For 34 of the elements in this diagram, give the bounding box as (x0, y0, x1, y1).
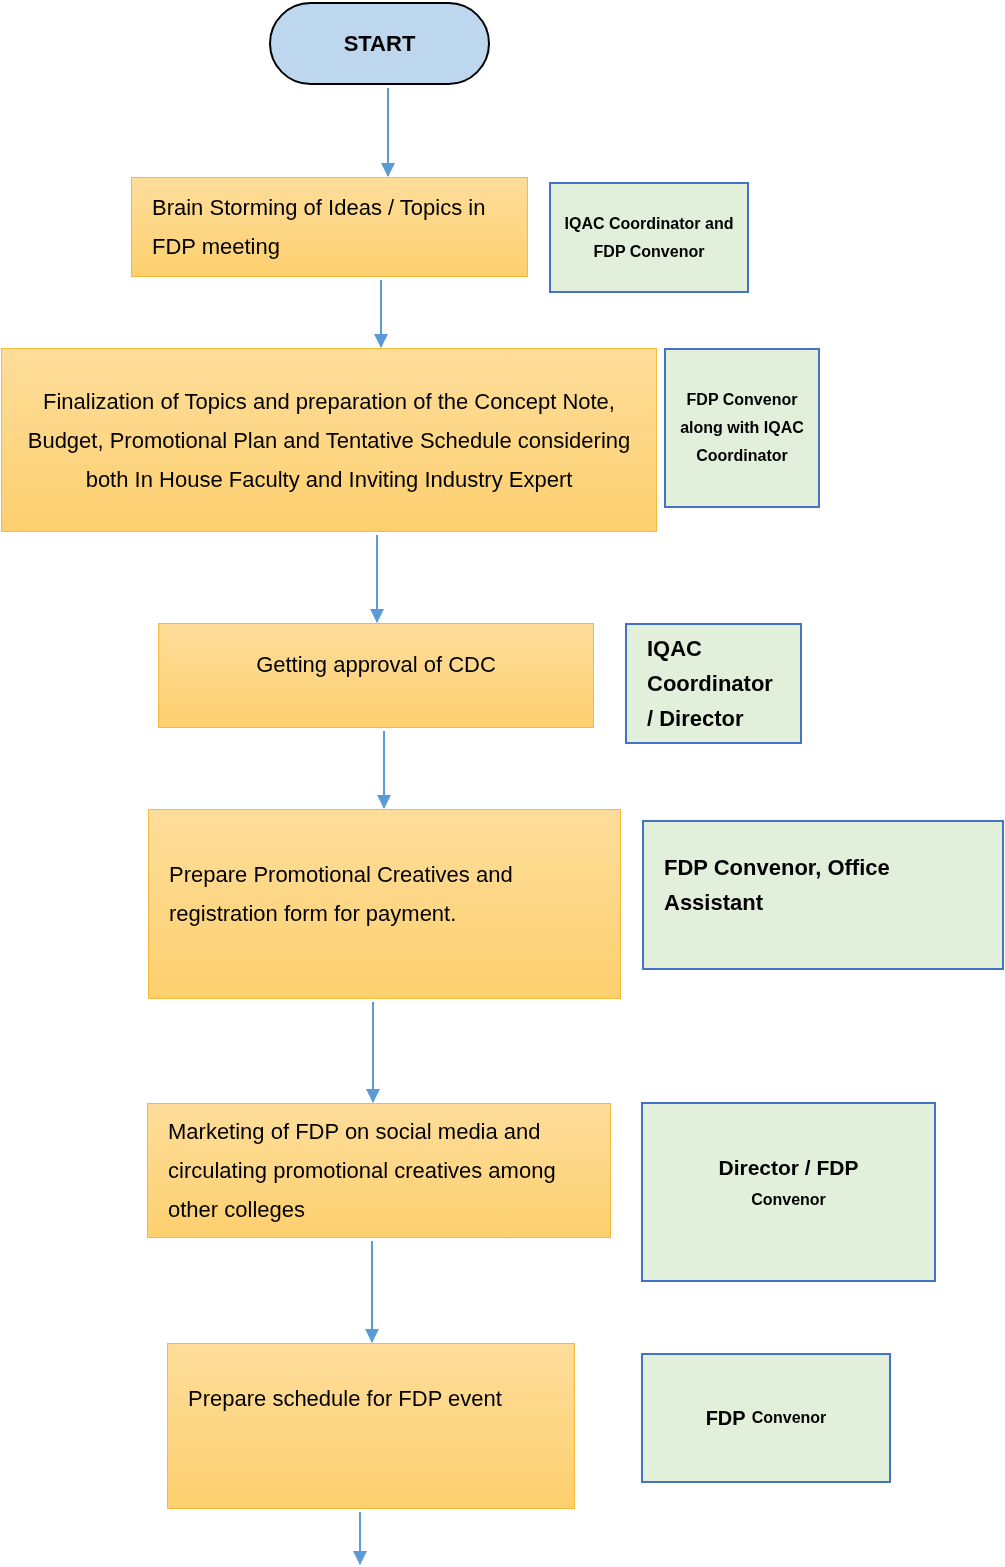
arrow (381, 87, 395, 177)
node-text: Marketing of FDP on social media and circulating promotional creatives among other colleges (168, 1118, 557, 1224)
process-box (131, 177, 528, 277)
node-text: Prepare Promotional Creatives and registration form for payment. (169, 861, 514, 928)
node-text: Convenor (751, 1189, 826, 1210)
arrow (353, 1511, 367, 1565)
process-box (1, 348, 657, 532)
arrow (377, 730, 391, 809)
role-box (641, 1353, 891, 1483)
node-text: Getting approval of CDC (256, 651, 496, 679)
node-text: IQAC Coordinator / Director (647, 635, 774, 733)
node-text: Convenor (751, 1408, 827, 1428)
node-text: FDP Convenor along with IQAC Coordinator (679, 390, 805, 466)
role-box (664, 348, 820, 508)
node-text: Director / FDP (718, 1155, 859, 1181)
process-box (147, 1103, 611, 1238)
node-text: FDP Convenor, Office Assistant (664, 854, 891, 917)
process-box (158, 623, 594, 728)
role-box (641, 1102, 936, 1282)
arrow (374, 279, 388, 348)
node-text: Finalization of Topics and preparation of the Concept Note, Budget, Promotional Plan and Tentative Schedule considering both In House Faculty and Inviting Industry Expert (26, 387, 632, 494)
node-text: Prepare schedule for FDP event (188, 1385, 502, 1413)
role-box (642, 820, 1004, 970)
arrow (365, 1240, 379, 1343)
node-text: FDP (705, 1406, 746, 1431)
arrow (366, 1001, 380, 1103)
node-text: IQAC Coordinator and FDP Convenor (563, 213, 735, 262)
node-text: START (343, 30, 416, 58)
node-text: Brain Storming of Ideas / Topics in FDP meeting (152, 194, 487, 261)
arrow (370, 534, 384, 623)
process-box (148, 809, 621, 999)
role-box (625, 623, 802, 744)
process-box (167, 1343, 575, 1509)
role-box (549, 182, 749, 293)
